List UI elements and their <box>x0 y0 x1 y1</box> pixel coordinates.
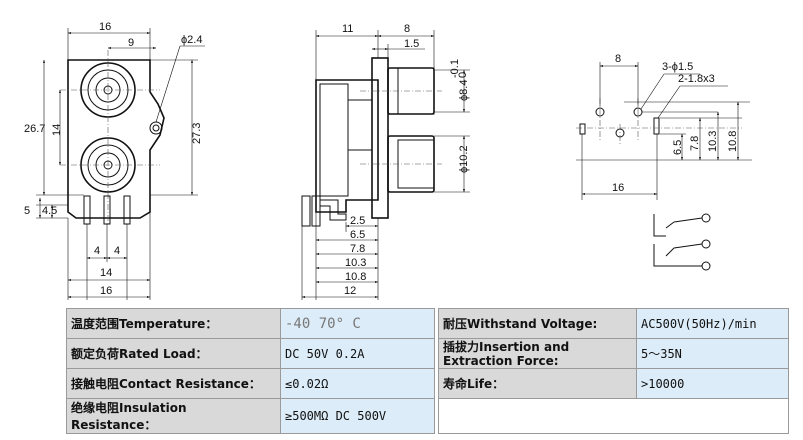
side-dim-8: 8 <box>404 23 410 35</box>
front-pin-middle <box>103 195 111 225</box>
spec-label-insertion-force: 插拔力Insertion and Extraction Force: <box>438 338 637 369</box>
spec-value-life: >10000 <box>636 368 789 399</box>
spec-label-insulation-resistance: 绝缘电阻Insulation Resistance： <box>66 398 281 434</box>
mounting-hole <box>149 121 163 135</box>
spec-label-rated-load: 额定负荷Rated Load： <box>66 338 281 369</box>
side-view: 11 8 1.5 ϕ8.4 0 -0.1 ϕ10.2 2.5 6.5 7.8 1… <box>301 23 470 300</box>
pcb-hole-1 <box>595 107 605 117</box>
schematic-lower-contact <box>653 244 666 267</box>
front-hole-diameter: ϕ2.4 <box>181 34 202 46</box>
front-dim-5: 5 <box>24 205 30 217</box>
spec-row: 绝缘电阻Insulation Resistance： ≥500MΩ DC 500… <box>66 398 789 434</box>
front-dim-4-left: 4 <box>94 245 100 257</box>
side-dim-2-5: 2.5 <box>350 215 365 227</box>
spec-value-contact-resistance: ≤0.02Ω <box>280 368 435 399</box>
front-view: 16 9 ϕ2.4 26.7 14 5 4.5 27.3 4 4 14 <box>24 21 205 300</box>
front-dim-4-5: 4.5 <box>42 205 57 217</box>
side-pin-a <box>301 195 311 227</box>
pcb-slot-left <box>579 123 586 135</box>
side-dim-10-3: 10.3 <box>345 257 366 269</box>
pcb-dim-16: 16 <box>612 182 624 194</box>
side-dim-10-8: 10.8 <box>345 271 366 283</box>
side-flange <box>371 57 389 219</box>
spec-value-withstand-voltage: AC500V(50Hz)/min <box>636 308 789 339</box>
side-dim-1-5: 1.5 <box>404 38 419 50</box>
pcb-dim-6-5: 6.5 <box>672 140 684 155</box>
front-dim-4-right: 4 <box>114 245 120 257</box>
spec-label-life: 寿命Life： <box>438 368 637 399</box>
pcb-dim-7-8: 7.8 <box>689 136 701 151</box>
spec-row: 温度范围Temperature： -40 70° C 耐压Withstand V… <box>66 308 789 339</box>
front-dim-16-bottom: 16 <box>100 285 112 297</box>
spec-value-rated-load: DC 50V 0.2A <box>280 338 435 369</box>
side-tolerance-upper: 0 <box>457 72 469 78</box>
pcb-layout: 8 3-ϕ1.5 2-1.8x3 6.5 7.8 10.3 10.8 16 <box>576 53 752 200</box>
schematic-upper-contact <box>653 214 666 237</box>
schematic-symbol <box>653 213 711 271</box>
front-dim-16-top: 16 <box>99 21 111 33</box>
spec-value-temperature: -40 70° C <box>280 308 435 339</box>
front-body-outline <box>67 59 165 219</box>
schematic-terminal-1 <box>701 213 711 223</box>
pcb-dim-8: 8 <box>615 53 621 65</box>
schematic-terminal-3 <box>701 261 711 271</box>
side-diameter-8-4: ϕ8.4 <box>458 80 470 101</box>
spec-empty-cell <box>438 398 789 434</box>
side-dim-7-8: 7.8 <box>350 243 365 255</box>
mounting-hole-inner <box>152 124 160 132</box>
pcb-dim-10-3: 10.3 <box>707 131 719 152</box>
front-dim-27-3: 27.3 <box>191 123 203 144</box>
spec-row: 额定负荷Rated Load： DC 50V 0.2A 插拔力Insertion… <box>66 338 789 369</box>
side-body-inner <box>319 83 349 197</box>
side-dim-11: 11 <box>342 23 353 35</box>
spec-value-insertion-force: 5～35N <box>636 338 789 369</box>
technical-drawing: 16 9 ϕ2.4 26.7 14 5 4.5 27.3 4 4 14 <box>24 21 752 300</box>
side-tolerance-lower: -0.1 <box>449 59 461 78</box>
pcb-slot-right <box>653 117 660 135</box>
spec-table: 温度范围Temperature： -40 70° C 耐压Withstand V… <box>66 308 789 434</box>
front-dim-26-7: 26.7 <box>24 123 45 135</box>
front-pin-right <box>123 195 131 225</box>
front-dim-9: 9 <box>128 37 134 49</box>
spec-label-temperature: 温度范围Temperature： <box>66 308 281 339</box>
front-pin-left <box>83 195 91 225</box>
pcb-dim-10-8: 10.8 <box>727 131 739 152</box>
front-dim-14-vertical: 14 <box>51 124 63 136</box>
front-dim-14-bottom: 14 <box>100 267 112 279</box>
side-diameter-10-2: ϕ10.2 <box>458 145 470 173</box>
schematic-terminal-2 <box>701 239 711 249</box>
spec-label-withstand-voltage: 耐压Withstand Voltage: <box>438 308 637 339</box>
spec-label-contact-resistance: 接触电阻Contact Resistance： <box>66 368 281 399</box>
spec-value-insulation-resistance: ≥500MΩ DC 500V <box>280 398 435 434</box>
side-dim-6-5: 6.5 <box>350 229 365 241</box>
pcb-slot-label: 2-1.8x3 <box>678 73 715 85</box>
side-dim-12: 12 <box>344 285 356 297</box>
spec-row: 接触电阻Contact Resistance： ≤0.02Ω 寿命Life： >… <box>66 368 789 399</box>
side-pin-bent <box>319 199 347 221</box>
pcb-hole-label: 3-ϕ1.5 <box>662 61 693 73</box>
